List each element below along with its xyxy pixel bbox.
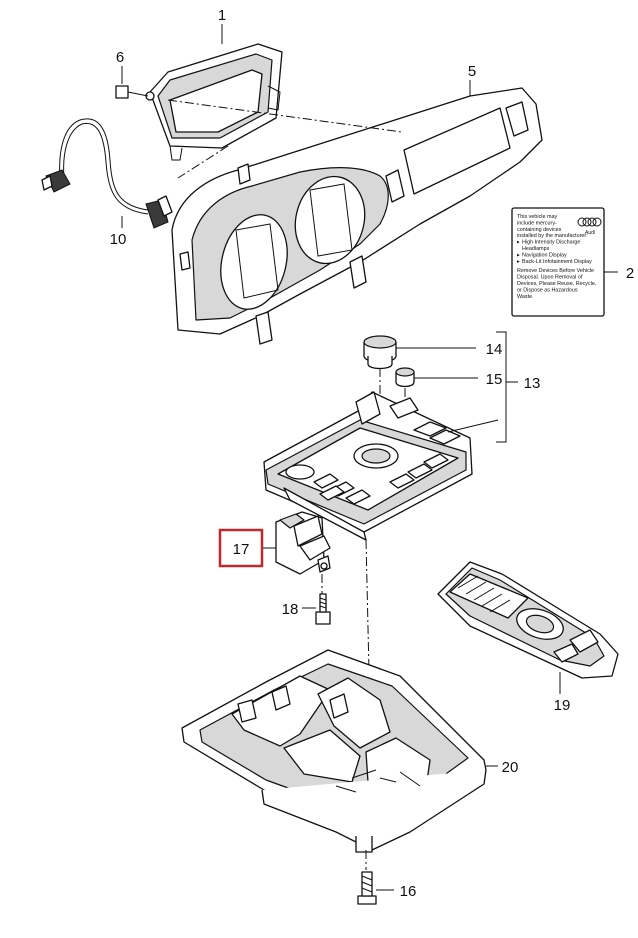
label-bullet-mark: ▸ xyxy=(517,252,520,258)
callout-18: 18 xyxy=(282,601,299,618)
part-18-bolt xyxy=(302,593,331,625)
label-line: Disposal. Upon Removal of xyxy=(517,275,583,281)
callout-19: 19 xyxy=(554,697,571,714)
label-bullet-mark: ▸ xyxy=(517,240,520,246)
label-bullet-mark: ▸ xyxy=(517,259,520,265)
part-1-display-screen xyxy=(145,43,283,161)
label-line: Remove Devices Before Vehicle xyxy=(517,268,594,274)
callout-16: 16 xyxy=(400,883,417,900)
assembly-line-console xyxy=(365,539,371,717)
label-line: Headlamps xyxy=(522,246,550,252)
label-line: This vehicle may xyxy=(517,214,557,220)
part-16-screw xyxy=(357,871,394,905)
callout-15: 15 xyxy=(486,371,503,388)
callout-10: 10 xyxy=(110,231,127,248)
label-line: installed by the manufacturer: xyxy=(517,233,588,239)
label-line: or Dispose as Hazardous xyxy=(517,287,578,293)
callout-13: 13 xyxy=(524,375,541,392)
label-line: High Intensity Discharge xyxy=(522,240,580,246)
label-line: include mercury- xyxy=(517,220,557,226)
callout-2: 2 xyxy=(626,265,634,282)
assembly-line-display-2 xyxy=(177,145,229,179)
callout-14: 14 xyxy=(486,341,503,358)
part-20-center-console xyxy=(181,649,498,853)
part-5-dashboard-trim xyxy=(171,80,543,345)
part-15-small-knob xyxy=(395,367,478,388)
bracket-13 xyxy=(496,331,507,443)
callout-labels: 1 6 5 2 10 14 15 13 17 18 19 20 16 xyxy=(110,7,635,900)
part-13-mmi-control-unit xyxy=(263,391,499,541)
audi-rings-logo xyxy=(577,217,602,227)
part-6-screw xyxy=(115,66,149,99)
part-17-switch-module xyxy=(262,511,331,575)
part-19-remote-control xyxy=(437,561,619,694)
label-line: Back-Lit Infotainment Display xyxy=(522,259,592,265)
label-brand: Audi xyxy=(585,230,595,236)
callout-1: 1 xyxy=(218,7,226,24)
callout-6: 6 xyxy=(116,49,124,66)
label-line: containing devices xyxy=(517,227,562,233)
highlight-box-17 xyxy=(218,528,264,568)
label-line: Waste. xyxy=(517,294,534,300)
callout-17: 17 xyxy=(233,541,250,558)
callout-20: 20 xyxy=(502,759,519,776)
part-14-large-knob xyxy=(363,335,476,370)
label-line: Devices, Please Reuse, Recycle, xyxy=(517,281,597,287)
callout-5: 5 xyxy=(468,63,476,80)
label-line: Navigation Display xyxy=(522,252,567,258)
part-10-cable-harness xyxy=(41,118,173,229)
assembly-line-display xyxy=(167,99,403,133)
